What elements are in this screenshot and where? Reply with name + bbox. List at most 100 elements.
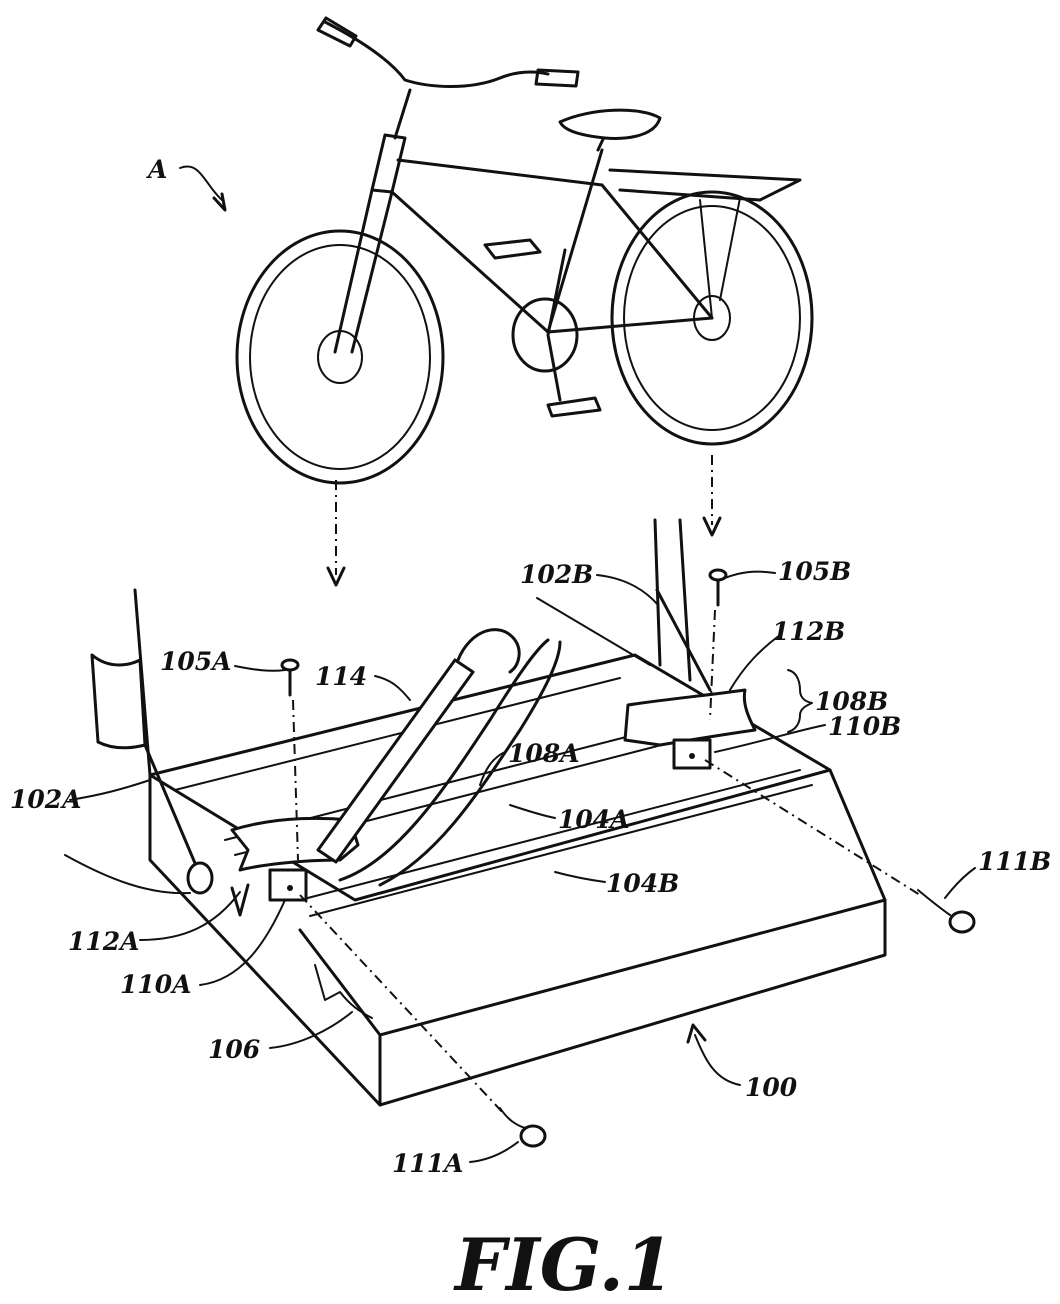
right-edge-line bbox=[536, 597, 651, 666]
label-105A: 105A bbox=[160, 647, 232, 676]
leader-114 bbox=[374, 675, 411, 701]
strap-102B bbox=[655, 588, 712, 692]
key-111B-shaft bbox=[917, 889, 951, 916]
leader-112A bbox=[139, 891, 241, 941]
leader-A bbox=[179, 165, 223, 201]
leader-110A bbox=[199, 899, 286, 986]
label-A: A bbox=[146, 155, 167, 184]
stem bbox=[393, 88, 412, 140]
platform-left-edge bbox=[298, 928, 382, 1037]
label-102A: 102A bbox=[10, 785, 82, 814]
leader-lines bbox=[69, 165, 976, 1163]
wheel-holder-112B bbox=[623, 688, 757, 747]
leader-100 bbox=[694, 1034, 741, 1086]
label-100: 100 bbox=[745, 1073, 798, 1102]
arm-114-hook bbox=[456, 628, 521, 674]
lock-110B-hole bbox=[689, 753, 695, 759]
leader-111A bbox=[469, 1141, 519, 1163]
down-tube bbox=[390, 190, 550, 334]
label-110A: 110A bbox=[120, 970, 192, 999]
rear-wheel-rim bbox=[623, 205, 801, 431]
strap-102A bbox=[143, 743, 202, 877]
platform-front-top-edge bbox=[378, 898, 887, 1037]
left-vehicle-panel bbox=[90, 653, 147, 750]
leader-110B bbox=[714, 724, 826, 753]
front-wheel-rim bbox=[249, 244, 431, 470]
label-108A: 108A bbox=[508, 739, 580, 768]
leader-108B-brace bbox=[787, 669, 813, 733]
chainring bbox=[511, 297, 579, 373]
label-108B: 108B bbox=[815, 687, 888, 716]
rail-108A bbox=[338, 638, 550, 882]
pin-105A-head bbox=[280, 658, 300, 672]
handlebar bbox=[323, 20, 550, 88]
leader-104A bbox=[509, 804, 556, 819]
pin-105B-head bbox=[708, 568, 728, 582]
label-111A: 111A bbox=[392, 1149, 464, 1178]
key-111B-dashline bbox=[704, 759, 921, 896]
rear-rack bbox=[608, 168, 802, 202]
key-111B-ring bbox=[948, 910, 976, 934]
platform-inner-edge bbox=[174, 677, 621, 791]
front-fork bbox=[333, 188, 394, 354]
bicycle bbox=[235, 16, 814, 485]
rear-hub bbox=[693, 295, 731, 341]
pin-105B-dashline bbox=[709, 609, 716, 721]
leader-A-arrow bbox=[212, 192, 227, 212]
seat-tube bbox=[546, 148, 604, 334]
label-104B: 104B bbox=[606, 869, 679, 898]
head-tube bbox=[370, 133, 407, 194]
leader-106 bbox=[269, 1011, 353, 1049]
label-114: 114 bbox=[315, 662, 367, 691]
left-grip bbox=[316, 16, 358, 48]
leader-105B bbox=[724, 570, 776, 579]
holder-112A-notch bbox=[230, 883, 250, 917]
lower-pedal bbox=[546, 396, 602, 418]
label-111B: 111B bbox=[978, 847, 1051, 876]
leader-111B bbox=[944, 867, 976, 899]
label-105B: 105B bbox=[778, 557, 851, 586]
key-111A-shaft bbox=[499, 1107, 526, 1129]
front-wheel-arrow-head bbox=[326, 566, 346, 587]
front-wheel-outer bbox=[235, 229, 445, 485]
label-110B: 110B bbox=[828, 712, 901, 741]
reference-labels: A 100 102A 102B 104A 104B 105A 105B 106 … bbox=[10, 155, 1051, 1178]
lock-110A-hole bbox=[287, 885, 293, 891]
rack-assembly bbox=[64, 518, 976, 1148]
top-tube bbox=[396, 158, 604, 187]
right-vehicle-post bbox=[653, 518, 692, 682]
leader-104B bbox=[554, 871, 606, 883]
channel-104B bbox=[299, 769, 813, 917]
upper-pedal bbox=[483, 238, 542, 260]
rack-struts bbox=[699, 197, 741, 319]
pin-105A-dashline bbox=[292, 699, 299, 861]
chain-stay bbox=[546, 316, 714, 334]
arm-114 bbox=[316, 658, 475, 864]
key-111A-dashline bbox=[299, 894, 506, 1116]
leader-102A bbox=[69, 779, 151, 801]
leader-100-arrow bbox=[686, 1023, 707, 1044]
label-112A: 112A bbox=[68, 927, 140, 956]
placement-arrows bbox=[326, 455, 722, 587]
rear-wheel-outer bbox=[610, 190, 814, 446]
platform-sides bbox=[148, 768, 887, 1107]
rail-108A-inner bbox=[378, 640, 562, 887]
key-111A-ring bbox=[519, 1124, 547, 1148]
crank-arms bbox=[546, 248, 567, 402]
leader-105A bbox=[234, 665, 286, 672]
strap-102A-tail bbox=[64, 854, 191, 895]
leader-112B bbox=[729, 634, 781, 691]
leader-108A bbox=[479, 751, 506, 786]
right-grip bbox=[534, 68, 580, 88]
label-102B: 102B bbox=[520, 560, 593, 589]
saddle bbox=[558, 108, 662, 140]
label-104A: 104A bbox=[558, 805, 630, 834]
label-106: 106 bbox=[208, 1035, 260, 1064]
strap-102A-buckle bbox=[186, 861, 214, 895]
seat-stay bbox=[600, 183, 714, 320]
leader-102B bbox=[596, 574, 659, 606]
figure-caption: FIG.1 bbox=[453, 1222, 674, 1304]
rear-wheel-arrow-head bbox=[702, 516, 722, 537]
groove-106 bbox=[314, 964, 373, 1019]
